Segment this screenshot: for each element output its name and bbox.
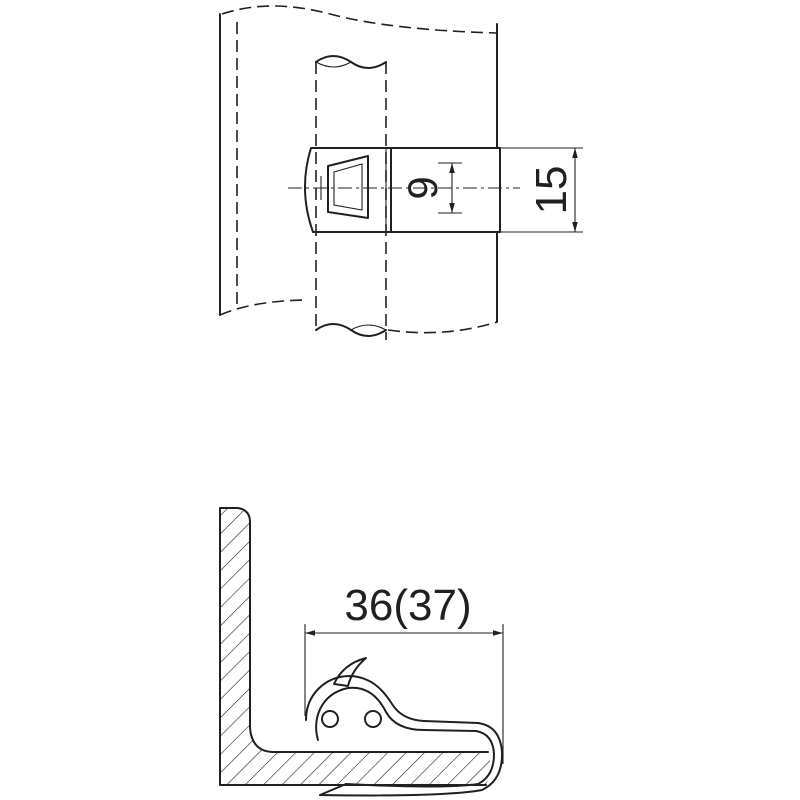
clip-hole-right <box>364 710 382 728</box>
clip-barb <box>333 657 367 687</box>
panel-outline <box>219 5 498 334</box>
clip-top-view <box>304 147 501 233</box>
top-view: 9 15 <box>219 5 583 340</box>
clip-side-view <box>305 657 504 797</box>
dimension-slot-height: 9 <box>399 162 462 214</box>
section-view: 36(37) <box>219 507 504 797</box>
dimension-label-36-37: 36(37) <box>344 581 471 630</box>
clip-hole-left <box>321 710 339 728</box>
dimension-label-9: 9 <box>399 176 446 199</box>
dimension-clip-length: 36(37) <box>304 581 504 764</box>
dimension-label-15: 15 <box>527 166 576 215</box>
dimension-clip-height: 15 <box>500 147 583 233</box>
rod <box>315 55 387 340</box>
angle-section <box>219 507 491 786</box>
